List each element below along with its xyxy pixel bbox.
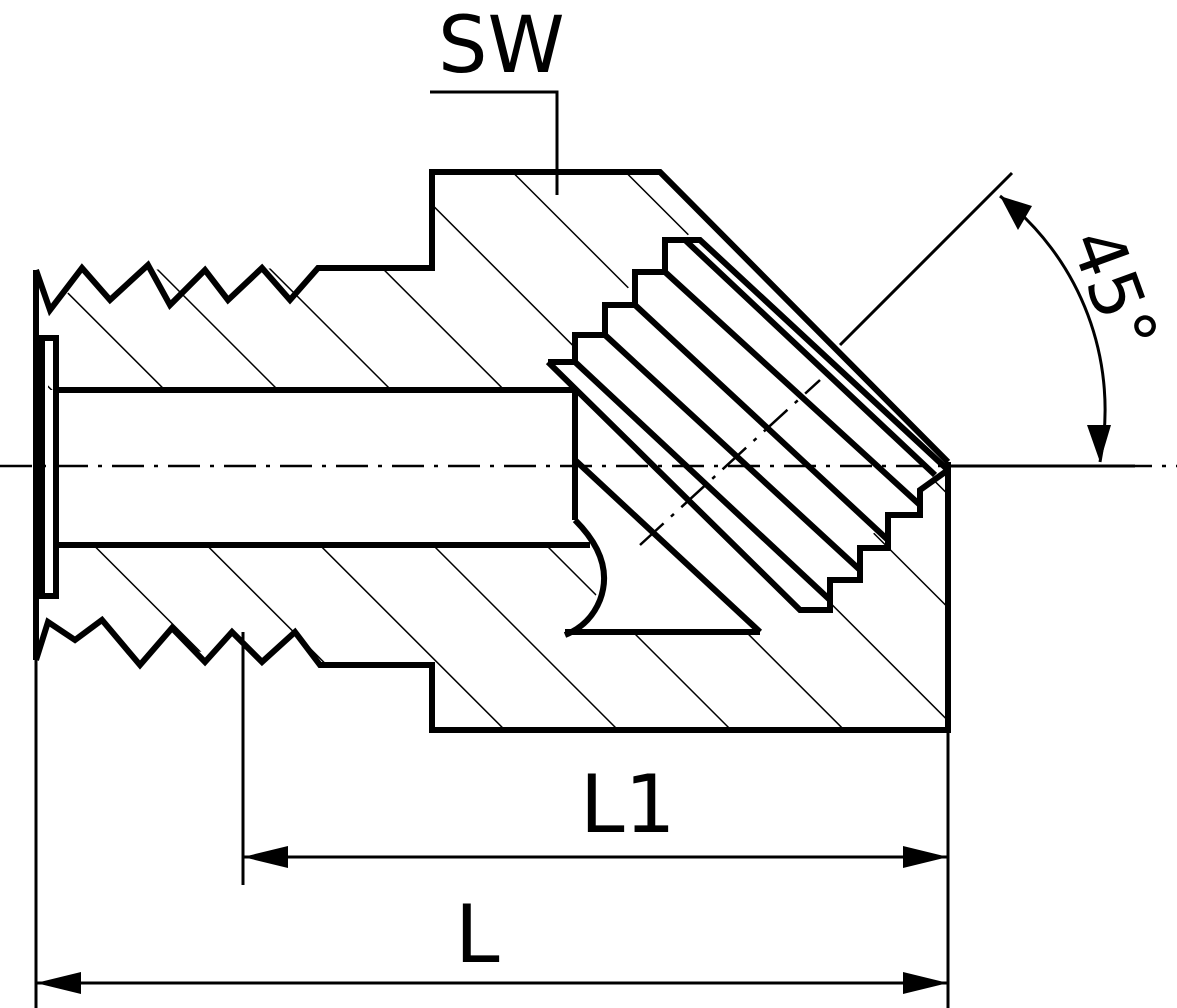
angle-dimension: [838, 171, 1135, 468]
angle-arrowheads: [1000, 196, 1111, 462]
through-bore: [56, 387, 763, 638]
fitting-body-outline: [33, 169, 951, 733]
angled-internal-thread: [545, 237, 951, 613]
angle-label: 45°: [1054, 218, 1173, 363]
sw-label: SW: [438, 1, 565, 91]
l1-label: L1: [580, 758, 675, 851]
section-hatching: [48, 172, 948, 730]
l-label: L: [455, 888, 500, 981]
l1-arrowheads: [243, 846, 948, 868]
l1-dimension: [241, 632, 950, 1008]
l-dimension: [34, 660, 948, 1008]
sw-leader: [430, 90, 559, 195]
l-arrowheads: [36, 972, 948, 994]
